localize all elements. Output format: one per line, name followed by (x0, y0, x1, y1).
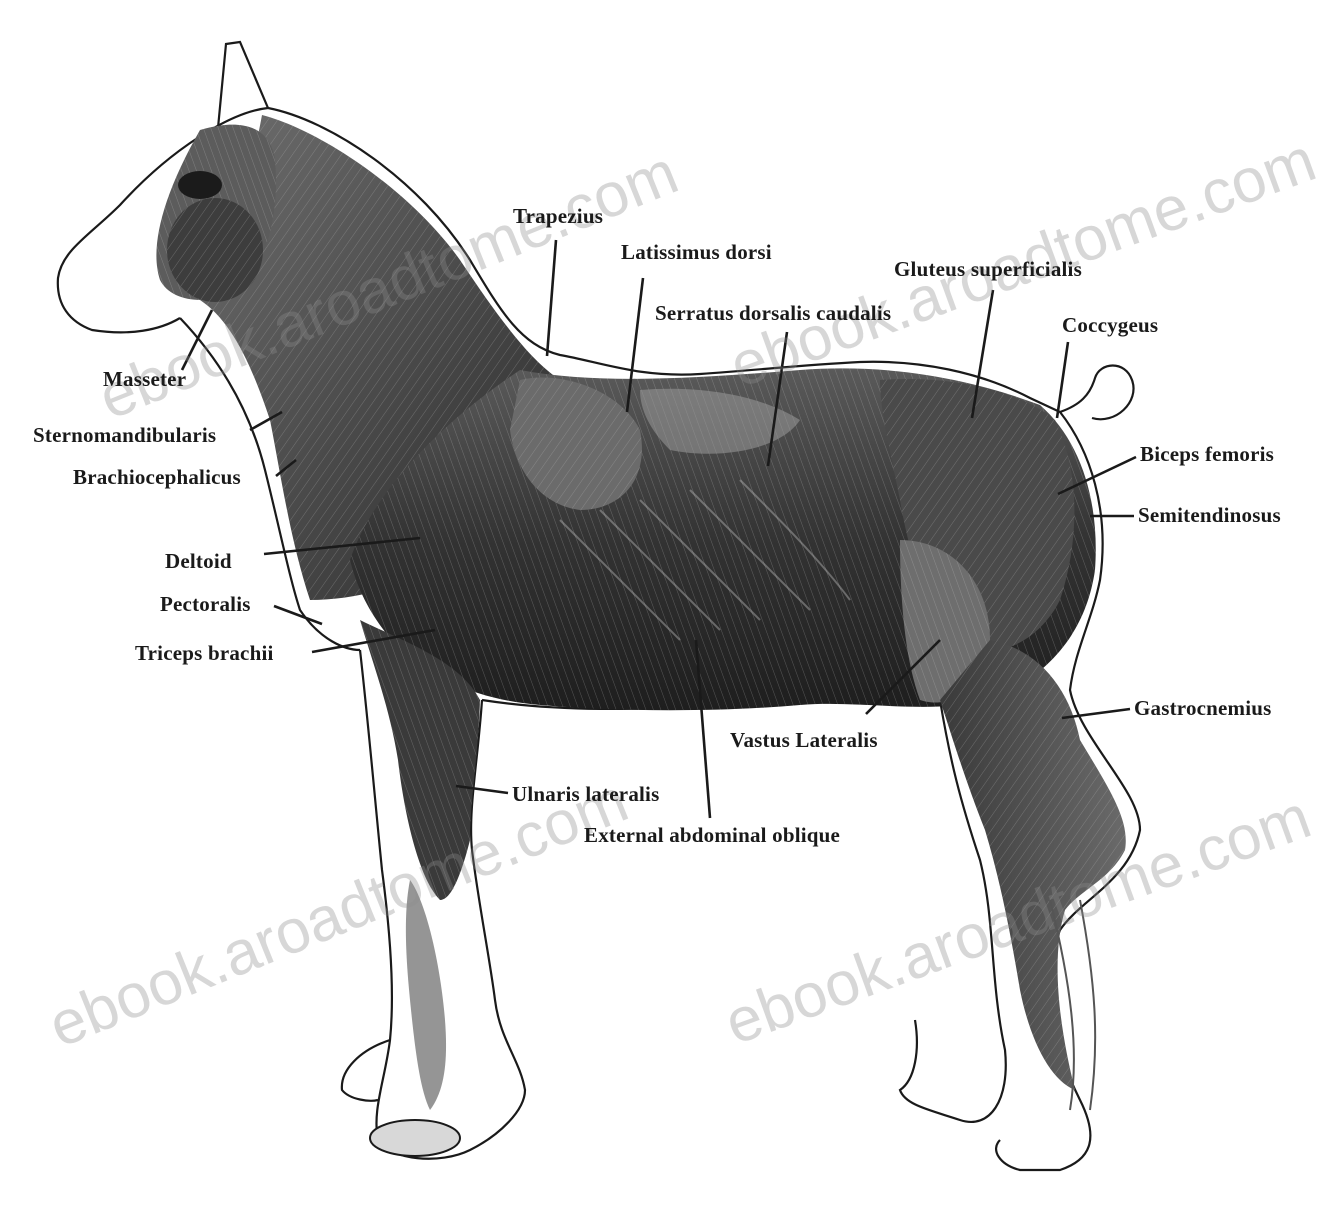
label-external-abdominal-oblique: External abdominal oblique (584, 825, 840, 846)
label-semitendinosus: Semitendinosus (1138, 505, 1281, 526)
leader-coccygeus (1057, 342, 1068, 418)
label-vastus-lateralis: Vastus Lateralis (730, 730, 878, 751)
label-ulnaris-lateralis: Ulnaris lateralis (512, 784, 659, 805)
label-latissimus-dorsi: Latissimus dorsi (621, 242, 772, 263)
label-trapezius: Trapezius (513, 206, 603, 227)
label-pectoralis: Pectoralis (160, 594, 251, 615)
label-deltoid: Deltoid (165, 551, 232, 572)
label-biceps-femoris: Biceps femoris (1140, 444, 1274, 465)
leader-pectoralis (274, 606, 322, 624)
label-serratus-dorsalis-caudalis: Serratus dorsalis caudalis (655, 303, 891, 324)
label-masseter: Masseter (103, 369, 186, 390)
label-coccygeus: Coccygeus (1062, 315, 1158, 336)
watermark-3: ebook.aroadtome.com (39, 766, 637, 1061)
label-gastrocnemius: Gastrocnemius (1134, 698, 1272, 719)
label-gluteus-superficialis: Gluteus superficialis (894, 259, 1082, 280)
label-brachiocephalicus: Brachiocephalicus (73, 467, 241, 488)
label-sternomandibularis: Sternomandibularis (33, 425, 216, 446)
label-triceps-brachii: Triceps brachii (135, 643, 274, 664)
